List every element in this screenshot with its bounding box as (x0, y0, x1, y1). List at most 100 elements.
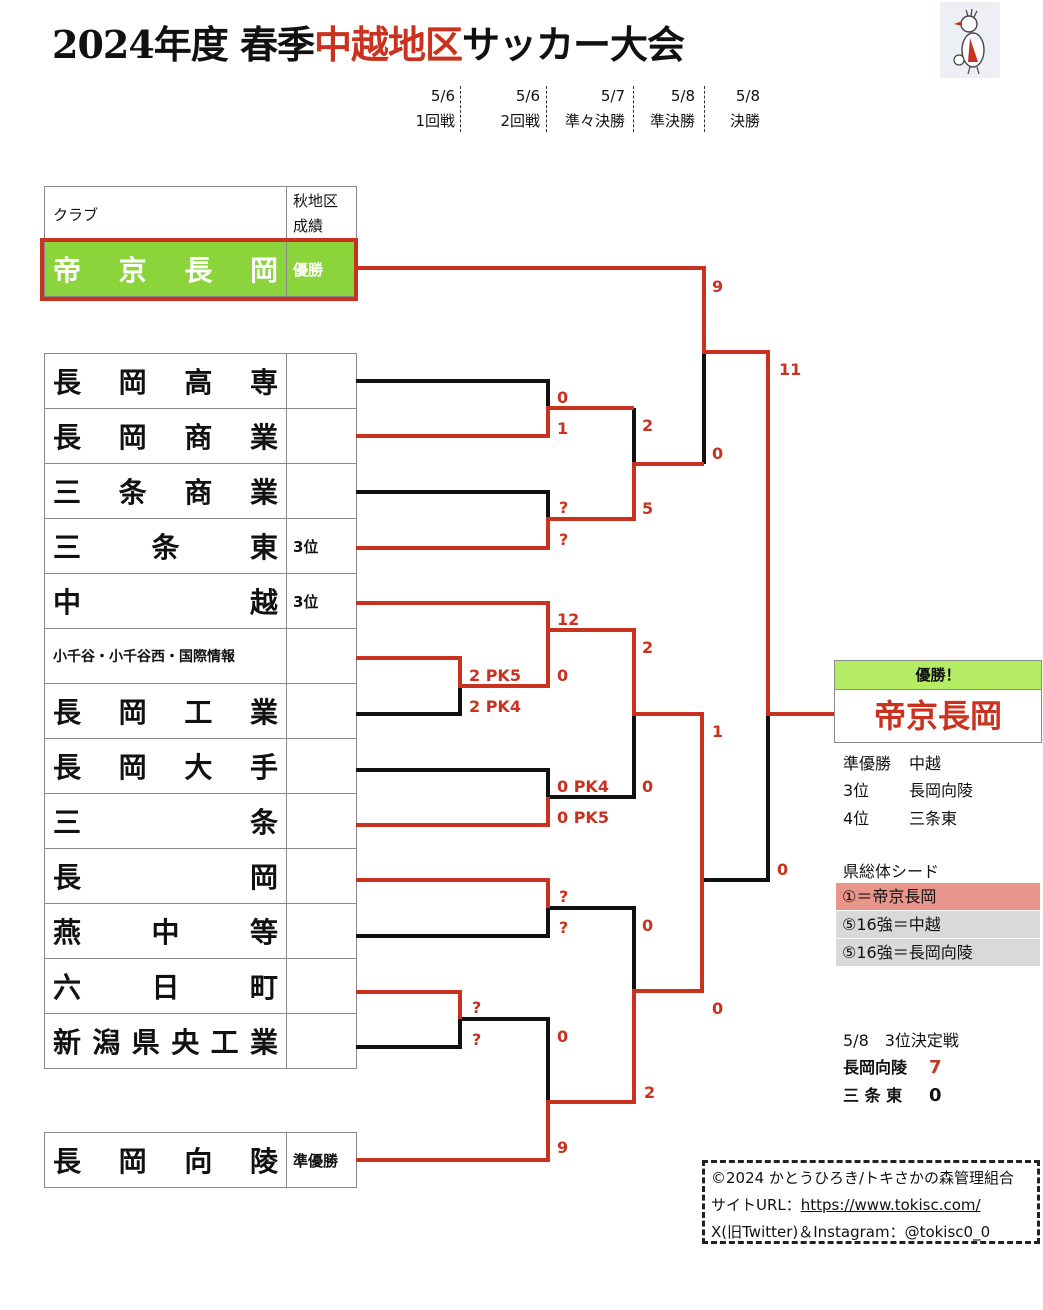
score-label: 9 (557, 1138, 569, 1157)
result-column-header: 秋地区成績 (286, 186, 357, 242)
bracket-line-winner (356, 880, 704, 1162)
score-label: 0 PK4 (557, 777, 609, 796)
bird-icon (953, 8, 985, 75)
team-name: 長 岡 高 専 (44, 353, 287, 409)
team-name: 小千谷・小千谷西・国際情報 (44, 628, 287, 684)
mascot-logo (940, 2, 1000, 78)
bracket-line (460, 1017, 550, 1102)
score-label: 12 (557, 610, 580, 629)
score-label: 1 (557, 419, 569, 438)
team-name: 長 岡 工 業 (44, 683, 287, 739)
table-row: 長 岡 商 業 (44, 408, 357, 464)
bracket-line-winner (356, 797, 550, 827)
score-label: 0 (712, 999, 724, 1018)
social-line: X(旧Twitter)＆Instagram：@tokisc0_0 (711, 1223, 991, 1241)
placing-runner-up: 準優勝中越 (843, 754, 942, 773)
team-result: 優勝 (286, 241, 357, 297)
team-table-bottom: 長 岡 向 陵準優勝 (44, 1132, 357, 1188)
score-label: 2 (642, 638, 654, 657)
score-label: ? (559, 530, 569, 549)
table-row: 新潟県央工業 (44, 1013, 357, 1069)
site-url-link[interactable]: https://www.tokisc.com/ (800, 1196, 981, 1214)
score-label: 0 (557, 666, 569, 685)
team-result (286, 738, 357, 794)
score-label: 2 PK4 (469, 697, 521, 716)
team-result (286, 903, 357, 959)
bracket-line-winner (356, 266, 834, 716)
bracket-line-winner (356, 878, 550, 908)
team-result (286, 628, 357, 684)
seed-title: 県総体シード (843, 862, 940, 881)
seed-item: ①＝帝京長岡 (836, 883, 1040, 910)
score-label: 0 (642, 916, 654, 935)
score-label: ? (559, 918, 569, 937)
table-row: 長 岡 工 業 (44, 683, 357, 739)
score-label: 0 (777, 860, 789, 879)
score-label: 5 (642, 499, 654, 518)
table-row: 長 岡 向 陵準優勝 (44, 1132, 357, 1188)
table-row: 六 日 町 (44, 958, 357, 1014)
site-url-line: サイトURL：https://www.tokisc.com/ (711, 1196, 981, 1214)
copyright-line: ©2024 かとうひろき/トキさかの森管理組合 (711, 1169, 1014, 1187)
bracket-line-winner (356, 601, 704, 880)
bracket-line (356, 490, 550, 518)
score-label: 0 PK5 (557, 808, 609, 827)
score-label: 0 (557, 388, 569, 407)
bracket-line (356, 1019, 462, 1049)
team-name: 帝 京 長 岡 (44, 241, 287, 297)
team-name: 燕 中 等 (44, 903, 287, 959)
bracket-line-winner (356, 630, 550, 688)
table-row: 小千谷・小千谷西・国際情報 (44, 628, 357, 684)
champion-label: 優勝！ (835, 661, 1041, 690)
team-name: 中 越 (44, 573, 287, 629)
score-label: ? (559, 498, 569, 517)
score-label: 0 (712, 444, 724, 463)
champion-name: 帝京長岡 (873, 697, 1002, 735)
team-name: 長 岡 商 業 (44, 408, 287, 464)
bracket-line-winner (356, 406, 634, 438)
team-name: 新潟県央工業 (44, 1013, 287, 1069)
bracket-line (702, 714, 770, 882)
table-row: 三 条 商 業 (44, 463, 357, 519)
team-name: 長 岡 大 手 (44, 738, 287, 794)
score-label: 2 (644, 1083, 656, 1102)
table-row: 長 岡 大 手 (44, 738, 357, 794)
champion-box: 優勝！ 帝京長岡 (834, 660, 1042, 743)
score-label: ? (472, 1030, 482, 1049)
team-name: 長 岡 向 陵 (44, 1132, 287, 1188)
bracket-line-winner (356, 462, 704, 550)
score-label: 9 (712, 277, 724, 296)
table-header: クラブ 秋地区成績 (44, 186, 357, 242)
score-label: ? (559, 887, 569, 906)
score-label: 2 PK5 (469, 666, 521, 685)
score-label: 2 (642, 416, 654, 435)
team-name: 三 条 商 業 (44, 463, 287, 519)
bracket-line (548, 714, 636, 799)
bracket-line (356, 379, 550, 409)
team-name: 六 日 町 (44, 958, 287, 1014)
team-result (286, 1013, 357, 1069)
table-row: 三 条 (44, 793, 357, 849)
placing-fourth: 4位三条東 (843, 809, 958, 828)
team-result (286, 958, 357, 1014)
score-label: 11 (779, 360, 802, 379)
team-result: 3位 (286, 573, 357, 629)
bracket-line-winner (356, 990, 462, 1019)
table-row: 長 岡 (44, 848, 357, 904)
score-label: 0 (557, 1027, 569, 1046)
seed-item: ⑤16強＝長岡向陵 (836, 939, 1040, 966)
third-place-title: 5/8 3位決定戦 (843, 1031, 959, 1050)
placing-third: 3位長岡向陵 (843, 781, 974, 800)
